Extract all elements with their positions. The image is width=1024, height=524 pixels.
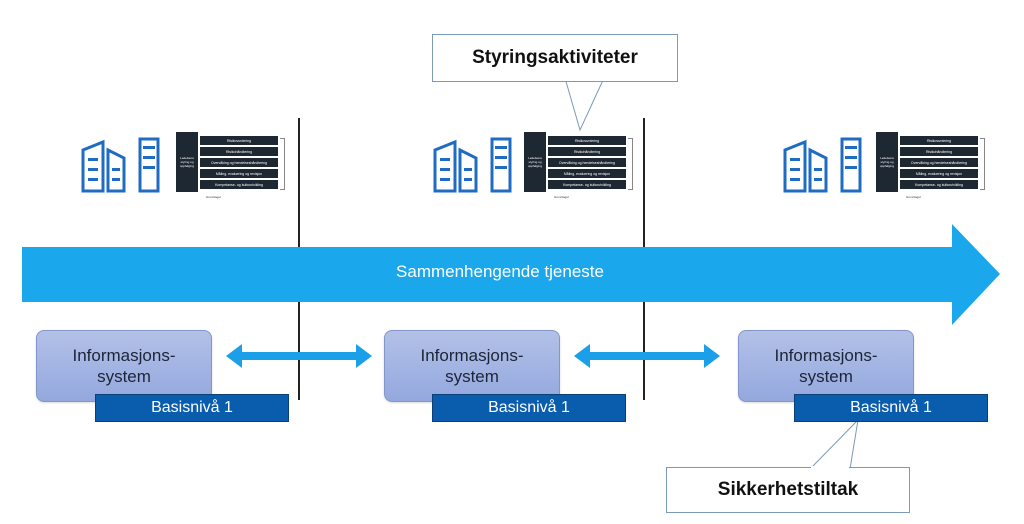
buildings-icon-2 [433, 137, 512, 193]
governance-bracket [980, 138, 985, 190]
governance-panel-3: Ledelsens styring og oppfølging Risikovu… [876, 132, 986, 202]
double-arrow-2 [574, 344, 720, 368]
information-system-box-2: Informasjons-system [384, 330, 560, 402]
governance-panel-1: Ledelsens styring og oppfølging Risikovu… [176, 132, 286, 202]
buildings-icon-3 [783, 137, 862, 193]
governance-row: Risikohåndtering [900, 147, 978, 156]
callout-sikkerhetstiltak: Sikkerhetstiltak [666, 467, 910, 513]
governance-row: Overvåking og hendelseshåndtering [900, 158, 978, 167]
governance-footer: Grunnlaget [906, 195, 921, 199]
callout-styringsaktiviteter: Styringsaktiviteter [432, 34, 678, 82]
governance-row: Måling, evaluering og revisjon [900, 169, 978, 178]
governance-row: Risikohåndtering [548, 147, 626, 156]
governance-left: Ledelsens styring og oppfølging [524, 132, 546, 192]
governance-row: Overvåking og hendelseshåndtering [200, 158, 278, 167]
information-system-label: Informasjons-system [72, 346, 176, 386]
information-system-box-3: Informasjons-system [738, 330, 914, 402]
service-arrow-label: Sammenhengende tjeneste [396, 262, 604, 281]
governance-row: Risikovurdering [200, 136, 278, 145]
governance-row: Måling, evaluering og revisjon [200, 169, 278, 178]
governance-bracket [280, 138, 285, 190]
double-arrow-1 [226, 344, 372, 368]
basis-level-badge-2: Basisnivå 1 [432, 394, 626, 422]
information-system-box-1: Informasjons-system [36, 330, 212, 402]
governance-left: Ledelsens styring og oppfølging [176, 132, 198, 192]
governance-left: Ledelsens styring og oppfølging [876, 132, 898, 192]
information-system-label: Informasjons-system [774, 346, 878, 386]
governance-row: Risikohåndtering [200, 147, 278, 156]
governance-bracket [628, 138, 633, 190]
service-arrow-shape [22, 224, 1000, 325]
basis-level-badge-3: Basisnivå 1 [794, 394, 988, 422]
governance-row: Overvåking og hendelseshåndtering [548, 158, 626, 167]
governance-panel-2: Ledelsens styring og oppfølging Risikovu… [524, 132, 634, 202]
governance-row: Risikovurdering [548, 136, 626, 145]
governance-footer: Grunnlaget [206, 195, 221, 199]
governance-row: Kompetanse- og kulturutvikling [900, 180, 978, 189]
governance-row: Måling, evaluering og revisjon [548, 169, 626, 178]
governance-row: Kompetanse- og kulturutvikling [548, 180, 626, 189]
governance-row: Kompetanse- og kulturutvikling [200, 180, 278, 189]
governance-footer: Grunnlaget [554, 195, 569, 199]
buildings-icon-1 [81, 137, 160, 193]
governance-row: Risikovurdering [900, 136, 978, 145]
basis-level-badge-1: Basisnivå 1 [95, 394, 289, 422]
information-system-label: Informasjons-system [420, 346, 524, 386]
